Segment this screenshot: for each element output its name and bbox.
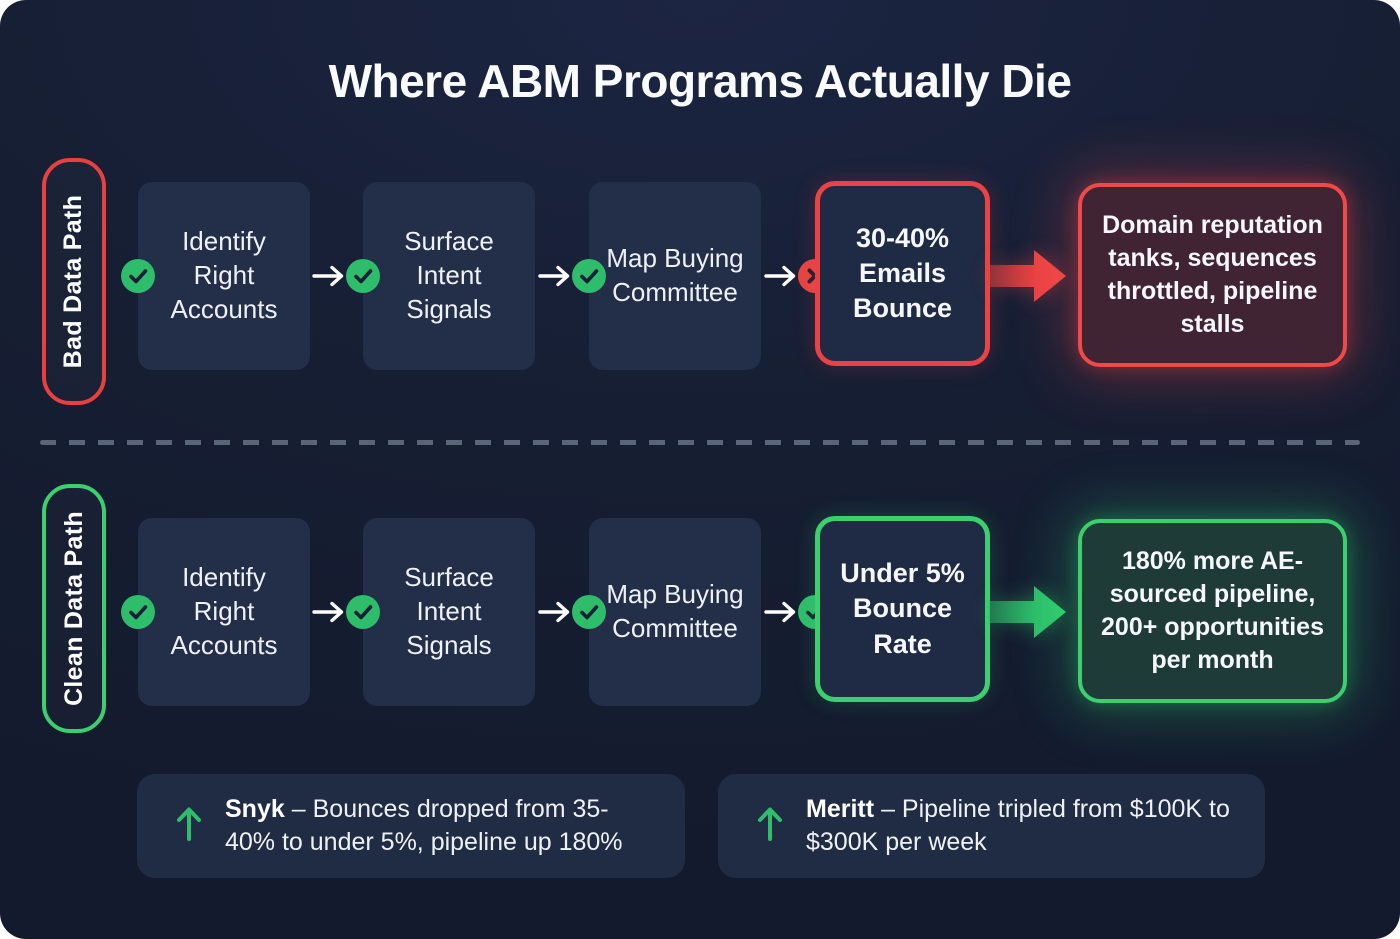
stat-description: – Bounces dropped from 35-40% to under 5…: [225, 794, 623, 856]
stat-text: Snyk– Bounces dropped from 35-40% to und…: [225, 793, 657, 860]
bad-result-box: 30-40% Emails Bounce: [815, 181, 990, 366]
clean-result-box: Under 5% Bounce Rate: [815, 516, 990, 702]
bad-path-label: Bad Data Path: [59, 194, 88, 369]
arrow-up-icon: [756, 806, 784, 847]
check-icon: [572, 259, 606, 293]
step-label: Identify Right Accounts: [170, 562, 278, 660]
step-label: Surface Intent Signals: [404, 226, 494, 324]
clean-result-label: Under 5% Bounce Rate: [840, 558, 965, 659]
arrow-right-icon: [764, 263, 798, 294]
check-icon: [346, 595, 380, 629]
check-icon: [121, 259, 155, 293]
step-card-clean-1: Identify Right Accounts: [138, 518, 310, 706]
step-card-bad-1: Identify Right Accounts: [138, 182, 310, 370]
clean-outcome-box: 180% more AE-sourced pipeline, 200+ oppo…: [1078, 519, 1347, 703]
step-card-clean-3: Map Buying Committee: [589, 518, 761, 706]
arrow-right-icon: [538, 263, 572, 294]
step-label: Map Buying Committee: [606, 579, 744, 643]
stat-company-name: Meritt: [806, 794, 875, 823]
step-card-bad-3: Map Buying Committee: [589, 182, 761, 370]
clean-path-label-pill: Clean Data Path: [42, 484, 106, 733]
bad-path-label-pill: Bad Data Path: [42, 158, 106, 405]
stat-company-name: Snyk: [225, 794, 285, 823]
clean-outcome-text: 180% more AE-sourced pipeline, 200+ oppo…: [1101, 546, 1324, 675]
check-icon: [121, 595, 155, 629]
check-icon: [572, 595, 606, 629]
bad-outcome-text: Domain reputation tanks, sequences throt…: [1102, 210, 1323, 339]
arrow-right-icon: [312, 599, 346, 630]
page-title: Where ABM Programs Actually Die: [328, 55, 1072, 107]
check-icon: [346, 259, 380, 293]
bad-result-label: 30-40% Emails Bounce: [852, 222, 952, 324]
clean-path-label: Clean Data Path: [59, 511, 88, 706]
step-label: Identify Right Accounts: [170, 226, 278, 324]
stat-text: Meritt– Pipeline tripled from $100K to $…: [806, 793, 1237, 860]
step-label: Surface Intent Signals: [404, 562, 494, 660]
stat-description: – Pipeline tripled from $100K to $300K p…: [806, 794, 1230, 856]
dashed-divider: [40, 440, 1360, 445]
step-card-clean-2: Surface Intent Signals: [363, 518, 535, 706]
arrow-right-icon: [764, 599, 798, 630]
big-red-arrow-icon: [988, 247, 1070, 310]
arrow-right-icon: [312, 263, 346, 294]
bad-outcome-box: Domain reputation tanks, sequences throt…: [1078, 183, 1347, 367]
arrow-up-icon: [175, 806, 203, 847]
big-green-arrow-icon: [988, 583, 1070, 646]
step-label: Map Buying Committee: [606, 243, 744, 307]
step-card-bad-2: Surface Intent Signals: [363, 182, 535, 370]
arrow-right-icon: [538, 599, 572, 630]
stat-card-snyk: Snyk– Bounces dropped from 35-40% to und…: [137, 774, 685, 878]
stat-card-meritt: Meritt– Pipeline tripled from $100K to $…: [718, 774, 1265, 878]
